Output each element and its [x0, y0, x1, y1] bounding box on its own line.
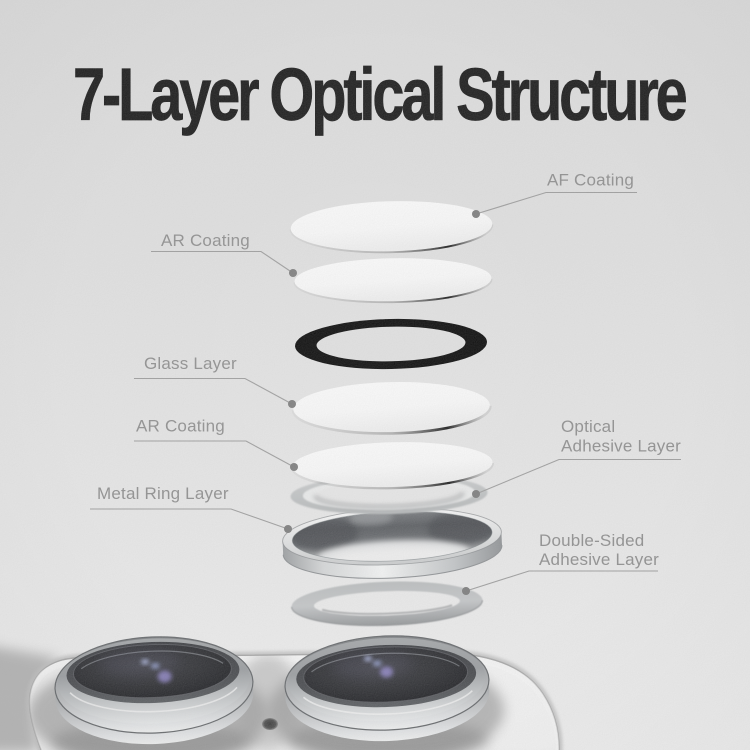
svg-text:Adhesive Layer: Adhesive Layer	[539, 550, 659, 569]
svg-text:Metal Ring Layer: Metal Ring Layer	[97, 484, 229, 503]
svg-text:AR Coating: AR Coating	[161, 231, 250, 250]
svg-text:AF Coating: AF Coating	[547, 171, 634, 190]
svg-text:Glass Layer: Glass Layer	[144, 354, 237, 373]
svg-text:Double-Sided: Double-Sided	[539, 531, 644, 550]
svg-text:Optical: Optical	[561, 417, 615, 436]
svg-text:AR Coating: AR Coating	[136, 417, 225, 436]
svg-text:Adhesive Layer: Adhesive Layer	[561, 437, 681, 456]
